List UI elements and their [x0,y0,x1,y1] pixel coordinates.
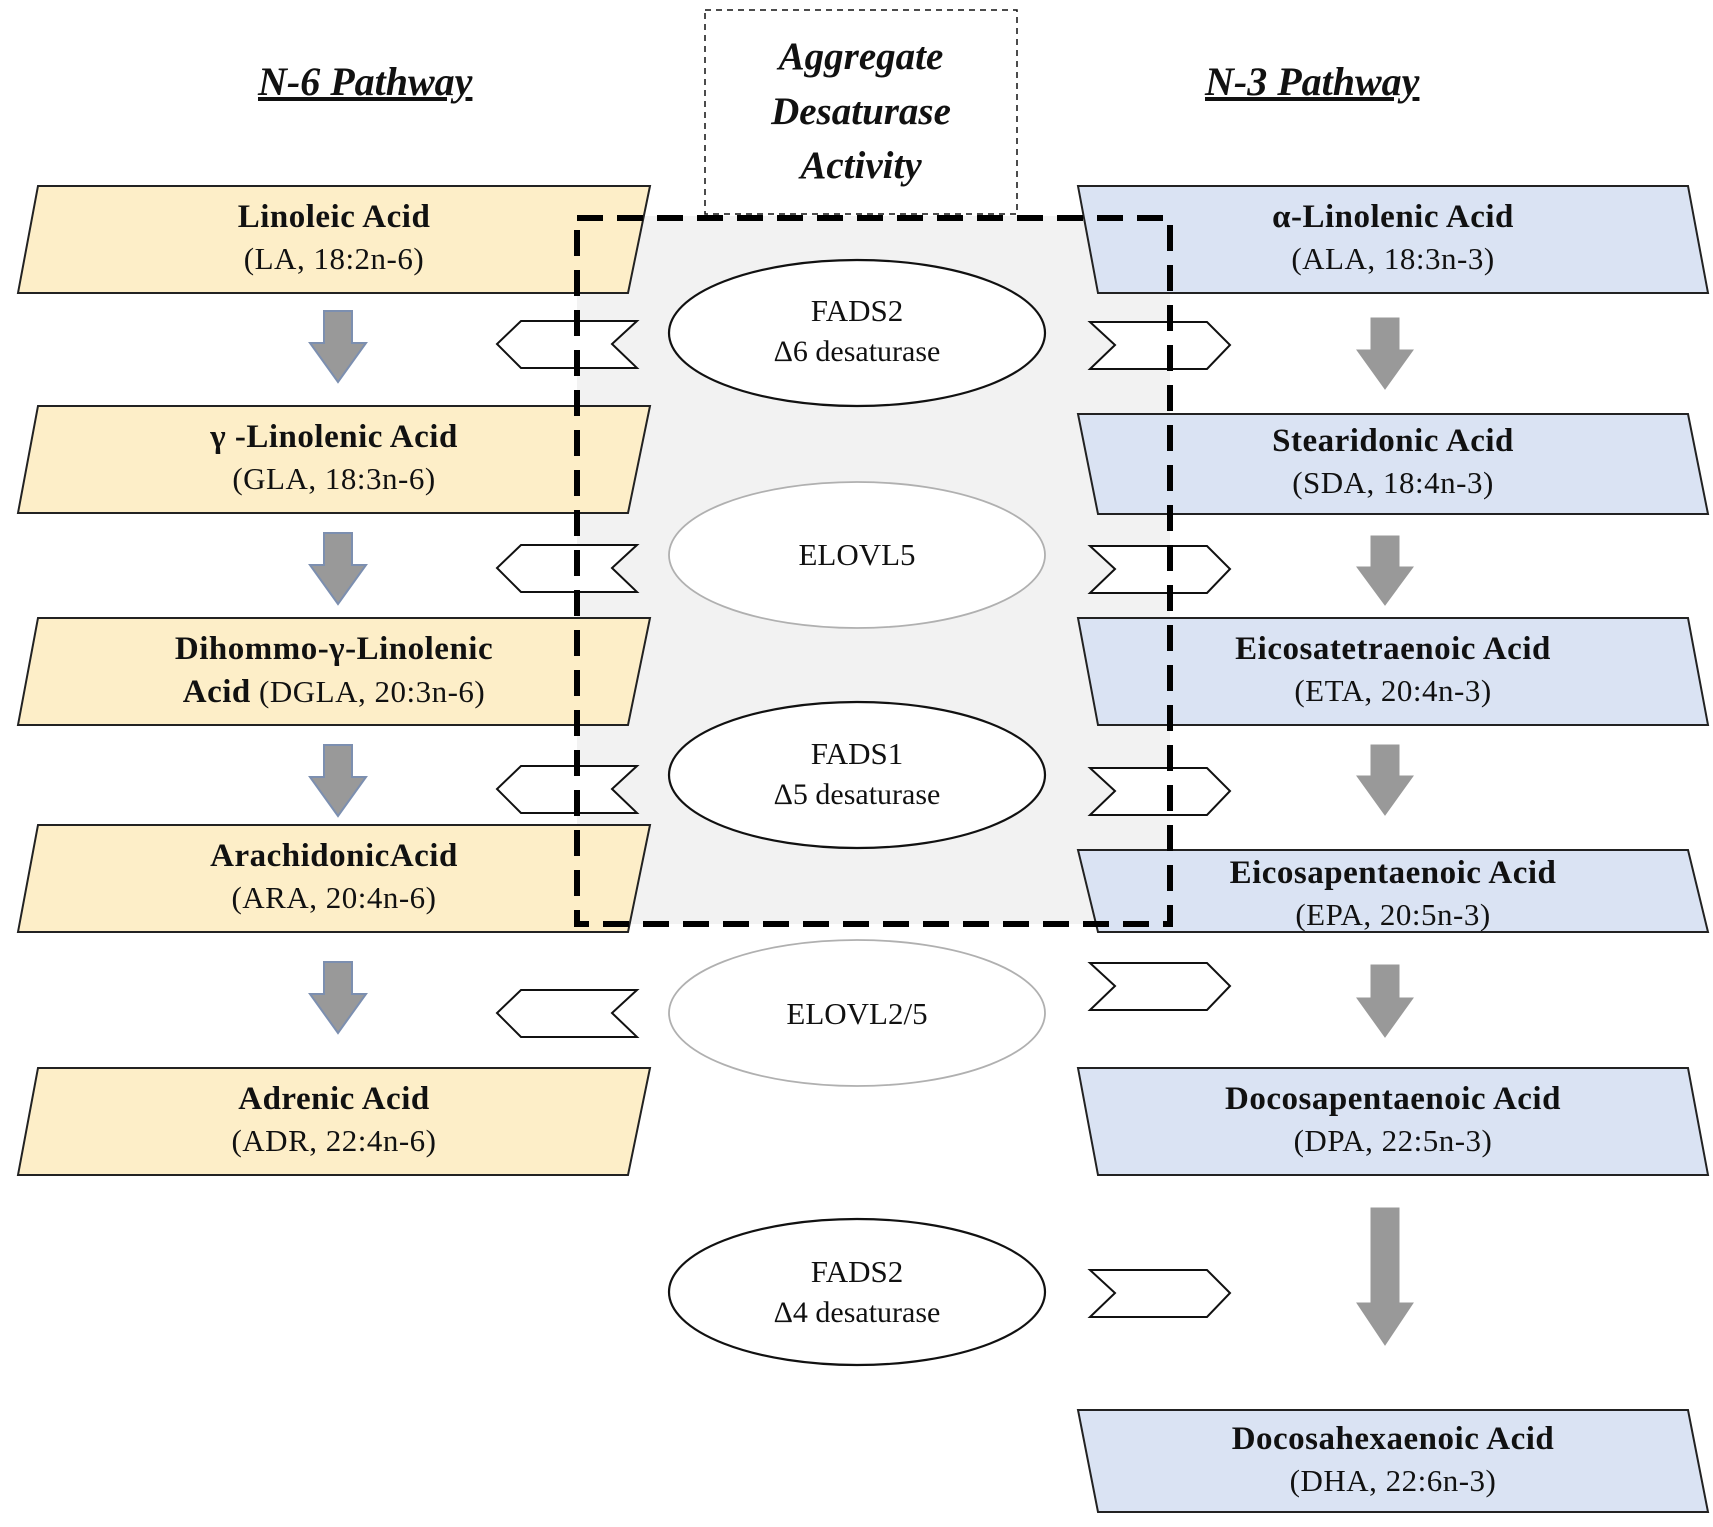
n3-box-epa [1076,849,1710,933]
chevron-left-1 [495,320,640,369]
enzyme-ellipse-fads2-d4 [667,1217,1047,1367]
enzyme-ellipse-elovl5 [668,481,1046,629]
n6-down-arrow-3 [308,744,368,818]
n6-down-arrow-1 [308,310,368,384]
chevron-left-4 [495,989,640,1038]
n3-down-arrow-1 [1356,317,1414,390]
n3-box-eta [1076,617,1710,726]
n6-box-ara [16,824,652,933]
aggregate-label-box [704,9,1018,215]
n3-down-arrow-2 [1356,535,1414,606]
aggregate-boundary-dashed [574,215,1173,927]
n3-box-sda [1076,413,1710,515]
chevron-right-4 [1087,962,1232,1011]
n3-box-ala [1076,185,1710,294]
n6-box-la [16,185,652,294]
chevron-left-3 [495,765,640,814]
chevron-right-2 [1087,545,1232,594]
n3-down-arrow-3 [1356,744,1414,816]
enzyme-ellipse-elovl2-5 [668,939,1046,1087]
chevron-left-2 [495,544,640,593]
n3-down-arrow-5 [1356,1207,1414,1346]
n6-down-arrow-4 [308,961,368,1035]
chevron-right-5 [1087,1269,1232,1318]
n6-box-adr [16,1067,652,1176]
n6-down-arrow-2 [308,532,368,606]
enzyme-ellipse-fads1-d5 [667,700,1047,850]
n3-down-arrow-4 [1356,964,1414,1038]
n6-box-dgla [16,617,652,726]
chevron-right-1 [1087,321,1232,370]
enzyme-ellipse-fads2-d6 [667,258,1047,408]
n3-box-dpa [1076,1067,1710,1176]
n6-box-gla [16,405,652,514]
n3-box-dha [1076,1409,1710,1513]
chevron-right-3 [1087,767,1232,816]
